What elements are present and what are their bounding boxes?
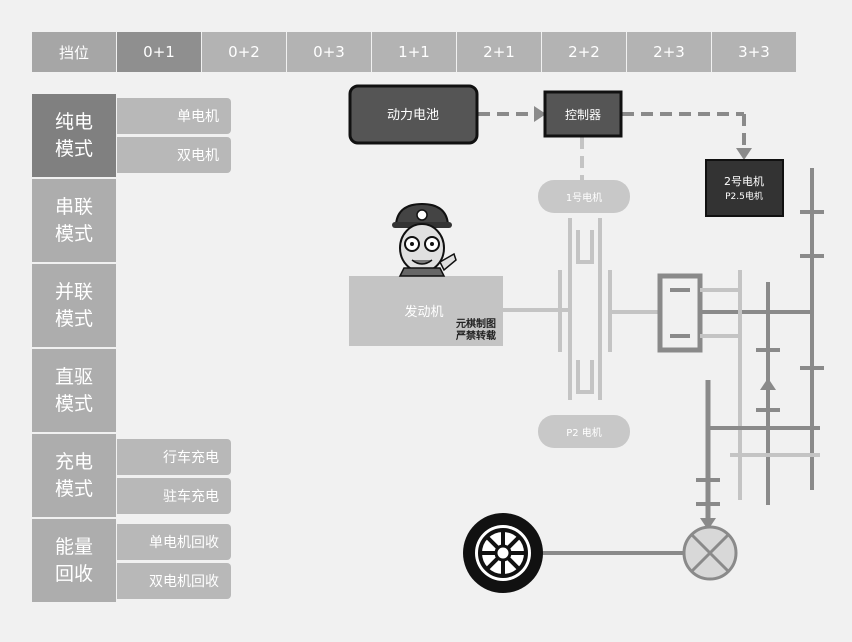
- motor1-label: 1号电机: [566, 191, 602, 204]
- submode-dual-motor[interactable]: 双电机: [117, 137, 231, 173]
- watermark-line1: 元棋制图: [456, 317, 496, 330]
- submode-parking-charge[interactable]: 驻车充电: [117, 478, 231, 514]
- mode-recovery-line2: 回收: [54, 562, 93, 585]
- motor2-arrow-icon: [736, 148, 752, 160]
- mode-series-line1: 串联: [54, 195, 93, 218]
- mode-ev[interactable]: 纯电模式: [32, 94, 116, 177]
- layshaft-arrow-icon: [760, 378, 776, 390]
- gear-header: 挡位: [32, 32, 116, 72]
- motor2-sublabel: P2.5电机: [725, 190, 763, 202]
- mode-series[interactable]: 串联模式: [32, 179, 116, 262]
- battery-label: 动力电池: [387, 108, 439, 123]
- output-arrow-icon: [700, 518, 716, 530]
- engine-label: 发动机: [404, 304, 443, 320]
- mode-ev-line1: 纯电: [54, 110, 93, 133]
- motor-2: 2号电机 P2.5电机: [705, 159, 784, 217]
- gear-0-3[interactable]: 0+3: [287, 32, 371, 72]
- p2-motor-label: P2 电机: [566, 426, 602, 439]
- gear-0-1[interactable]: 0+1: [117, 32, 201, 72]
- gear-3-3[interactable]: 3+3: [712, 32, 796, 72]
- controller: 控制器: [543, 90, 623, 138]
- gear-2-1[interactable]: 2+1: [457, 32, 541, 72]
- controller-label: 控制器: [565, 108, 601, 122]
- mode-charging[interactable]: 充电模式: [32, 434, 116, 517]
- mode-series-line2: 模式: [54, 222, 93, 245]
- mode-direct-line2: 模式: [54, 392, 93, 415]
- electric-links: [478, 112, 746, 180]
- differential-icon: [682, 525, 738, 581]
- power-battery: 动力电池: [348, 84, 479, 145]
- submode-dual-motor-recovery[interactable]: 双电机回收: [117, 563, 231, 599]
- gear-0-2[interactable]: 0+2: [202, 32, 286, 72]
- gear-bar: 挡位 0+1 0+2 0+3 1+1 2+1 2+2 2+3 3+3: [32, 32, 797, 72]
- mode-parallel[interactable]: 并联模式: [32, 264, 116, 347]
- battery-arrow-icon: [534, 106, 546, 122]
- submode-single-motor[interactable]: 单电机: [117, 98, 231, 134]
- submode-single-motor-recovery[interactable]: 单电机回收: [117, 524, 231, 560]
- engine: 发动机 元棋制图 严禁转载: [349, 276, 503, 346]
- motor2-label: 2号电机: [724, 174, 764, 188]
- gear-1-1[interactable]: 1+1: [372, 32, 456, 72]
- motor-1: 1号电机: [538, 180, 630, 213]
- mode-ev-line2: 模式: [54, 137, 93, 160]
- mode-recovery-line1: 能量: [54, 535, 93, 558]
- mode-direct-line1: 直驱: [54, 365, 93, 388]
- mode-direct-drive[interactable]: 直驱模式: [32, 349, 116, 432]
- gear-2-3[interactable]: 2+3: [627, 32, 711, 72]
- gear-2-2[interactable]: 2+2: [542, 32, 626, 72]
- gear-train: [503, 168, 824, 555]
- mode-parallel-line1: 并联: [54, 280, 93, 303]
- wheel-icon: [463, 513, 543, 593]
- engineer-mascot-icon: [392, 202, 457, 277]
- mode-parallel-line2: 模式: [54, 307, 93, 330]
- p2-motor: P2 电机: [538, 415, 630, 448]
- mode-charging-line2: 模式: [54, 477, 93, 500]
- mode-energy-recovery[interactable]: 能量回收: [32, 519, 116, 602]
- mode-charging-line1: 充电: [54, 450, 93, 473]
- submode-driving-charge[interactable]: 行车充电: [117, 439, 231, 475]
- watermark-line2: 严禁转载: [455, 329, 496, 342]
